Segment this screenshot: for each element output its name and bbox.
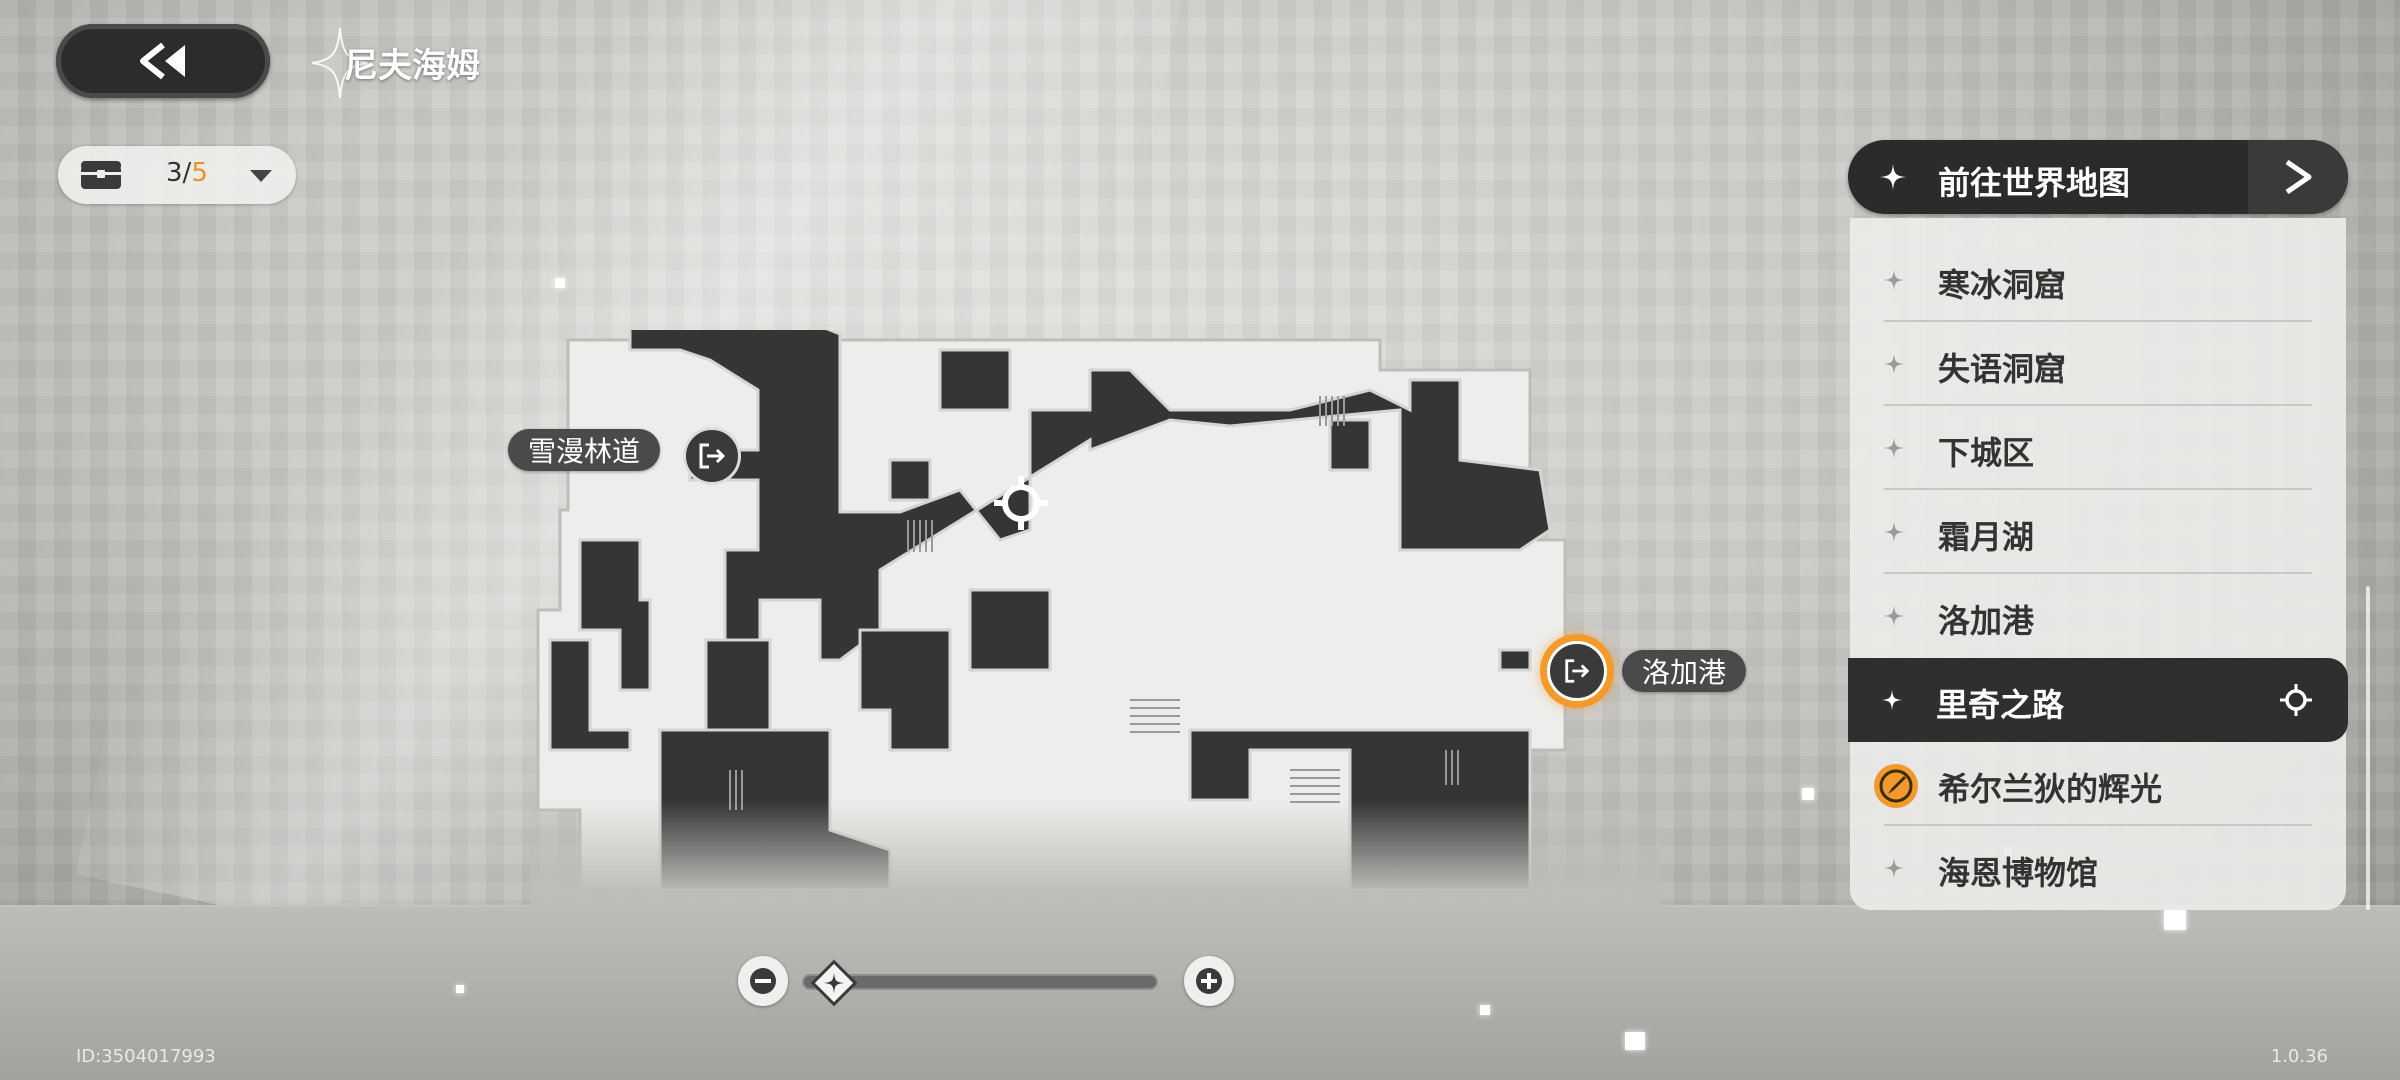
west-exit-button[interactable] [683,427,741,485]
area-item[interactable]: 霜月湖 [1850,490,2346,574]
double-chevron-left-icon [140,42,185,80]
list-scrollbar[interactable] [2366,586,2370,910]
zoom-in-button[interactable] [1184,956,1234,1006]
plus-icon [1196,968,1222,994]
exit-door-icon [699,443,726,469]
version-label: 1.0.36 [2270,1046,2328,1067]
sparkle [456,985,464,993]
chest-count: 3/5 [166,158,208,188]
area-item[interactable]: 失语洞窟 [1850,322,2346,406]
chest-counter-dropdown[interactable]: 3/5 [58,146,296,204]
divider [1884,488,2312,490]
area-item[interactable]: 下城区 [1850,406,2346,490]
zoom-slider-track[interactable] [804,976,1156,988]
sparkle [1480,1005,1490,1015]
area-item-label: 寒冰洞窟 [1938,266,2067,304]
four-point-star-icon [1880,164,1906,190]
four-point-star-icon [1884,858,1904,878]
map-fade [530,800,1660,910]
east-exit-inner [1547,641,1607,701]
divider [1884,404,2312,406]
area-item[interactable]: 洛加港 [1850,574,2346,658]
four-point-star-icon [1884,354,1904,374]
zoom-out-button[interactable] [738,956,788,1006]
four-point-star-icon [1884,606,1904,626]
crosshair-waypoint-icon[interactable] [990,472,1052,534]
world-map-label: 前往世界地图 [1938,164,2131,202]
four-point-star-icon [1884,270,1904,290]
minus-icon [750,968,776,994]
player-id: ID:3504017993 [76,1046,216,1067]
four-point-star-icon [1884,438,1904,458]
divider [1884,320,2312,322]
chest-count-total: 5 [191,158,208,188]
area-item-label: 失语洞窟 [1938,350,2067,388]
quest-compass-icon [1874,764,1918,808]
exit-door-icon [1565,659,1590,683]
area-item[interactable]: 希尔兰狄的辉光 [1850,742,2346,826]
area-item-label: 霜月湖 [1938,518,2035,556]
divider [1884,572,2312,574]
zoom-slider-thumb[interactable] [809,958,859,1008]
four-point-star-icon [311,27,369,99]
chest-count-current: 3 [166,158,183,188]
back-button[interactable] [56,24,270,98]
area-item-label: 洛加港 [1938,602,2035,640]
sparkle [1802,788,1814,800]
chest-count-separator: / [182,158,192,188]
west-exit-label: 雪漫林道 [508,429,661,471]
sparkle [555,278,565,288]
area-item-label: 下城区 [1938,434,2035,472]
caret-down-icon [250,170,272,182]
area-item-label: 里奇之路 [1936,686,2065,724]
area-item-label: 海恩博物馆 [1938,854,2099,892]
world-map-button[interactable]: 前往世界地图 [1848,140,2348,214]
sparkle [2164,910,2186,930]
chevron-right-icon [2285,159,2312,195]
area-list[interactable]: 寒冰洞窟 失语洞窟 下城区 霜月湖 洛加港 里奇之路 [1848,218,2348,910]
treasure-chest-icon [81,161,121,189]
page-title: 尼夫海姆 [344,46,480,86]
area-item-label: 希尔兰狄的辉光 [1938,770,2163,808]
four-point-star-icon [1884,522,1904,542]
area-item-active[interactable]: 里奇之路 [1848,658,2348,742]
east-exit-button[interactable] [1540,634,1614,708]
divider [1884,824,2312,826]
world-map-go [2248,140,2348,214]
sparkle [1625,1032,1645,1050]
area-item[interactable]: 海恩博物馆 [1850,826,2346,910]
area-item[interactable]: 寒冰洞窟 [1850,238,2346,322]
east-exit-label: 洛加港 [1622,650,1747,692]
zoom-control[interactable] [738,956,1234,1008]
four-point-star-icon [1882,690,1902,710]
crosshair-icon [2280,684,2312,716]
